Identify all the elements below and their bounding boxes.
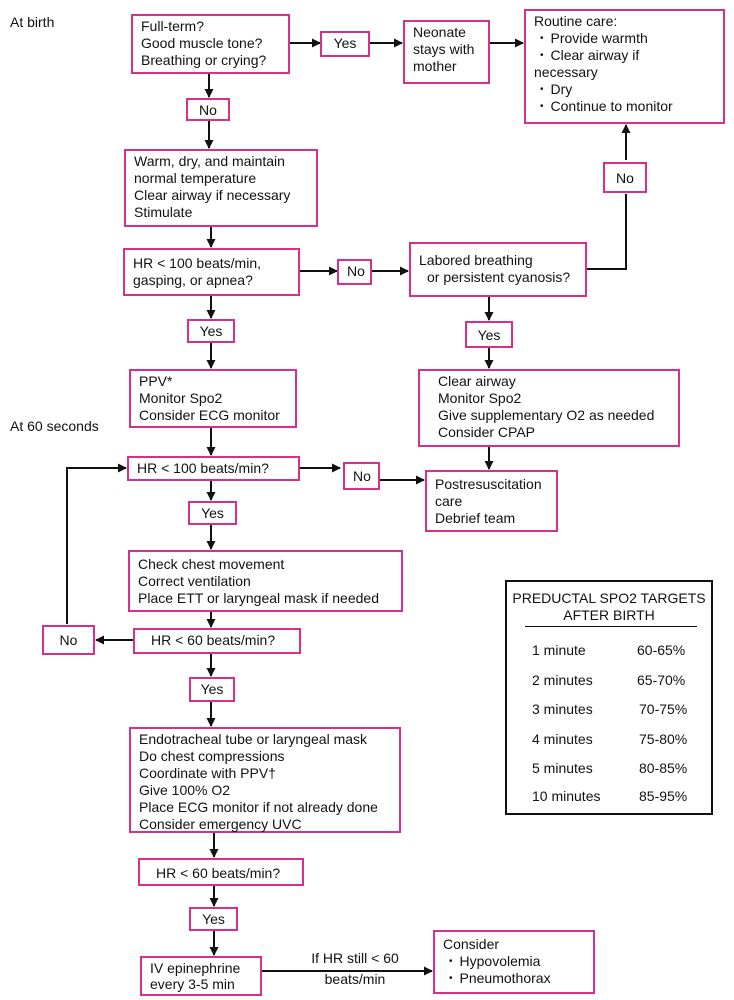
label-at-birth: At birth [10,14,55,30]
clear-airway-line: Give supplementary O2 as needed [438,407,655,423]
hr-gasping-line: HR < 100 beats/min, [133,255,262,271]
clear-airway-line: Clear airway [438,373,516,389]
postresuscitation-line: Postresuscitation [435,476,542,492]
ppv-line: Monitor Spo2 [139,390,223,406]
compressions-line: Place ECG monitor if not already done [139,799,378,815]
ventilation-line: Check chest movement [138,556,285,572]
ventilation-line: Correct ventilation [138,573,251,589]
routine-care-item: Continue to monitor [534,98,715,115]
neonate-line: mother [413,58,457,74]
spo2-row-target: 60-65% [637,642,686,658]
no-box: No [343,462,380,490]
consider-item: Pneumothorax [443,970,585,987]
hr-less-than-100-box: HR < 100 beats/min? [127,456,300,481]
ppv-line: Consider ECG monitor [139,407,280,423]
ventilation-line: Place ETT or laryngeal mask if needed [138,590,379,606]
epinephrine-line: every 3-5 min [150,976,235,992]
yes-box: Yes [189,907,238,931]
assess-at-birth-box: Full-term? Good muscle tone? Breathing o… [131,14,290,74]
yes-box: Yes [320,31,370,57]
postresuscitation-line: Debrief team [435,510,516,526]
yes-box: Yes [189,677,235,702]
spo2-row-time: 3 minutes [532,701,593,717]
chest-compressions-box: Endotracheal tube or laryngeal mask Do c… [129,727,401,833]
routine-care-box: Routine care: Provide warmth Clear airwa… [524,9,725,124]
hr-less-than-60-box: HR < 60 beats/min? [138,858,304,886]
clear-airway-box: Clear airway Monitor Spo2 Give supplemen… [418,369,680,447]
arrow-no-loop-to-hr100 [66,463,127,624]
arrow-labored-to-no-to-routine [587,194,627,270]
routine-care-title: Routine care: [534,13,618,29]
initial-steps-line: Clear airway if necessary [134,187,291,203]
table-divider [525,626,697,627]
postresuscitation-line: care [435,493,463,509]
label-at-60-seconds: At 60 seconds [10,418,99,434]
initial-steps-line: Warm, dry, and maintain [134,153,285,169]
labored-line: or persistent cyanosis? [427,269,571,285]
epinephrine-line: IV epinephrine [150,960,241,976]
ppv-box: PPV* Monitor Spo2 Consider ECG monitor [129,369,297,428]
if-hr-still-line: beats/min [324,971,386,987]
hr-less-than-60-box: HR < 60 beats/min? [133,628,301,654]
routine-care-item: Provide warmth [534,30,715,47]
spo2-row-target: 70-75% [639,701,688,717]
no-box: No [42,625,95,655]
clear-airway-line: Consider CPAP [438,424,536,440]
spo2-row-target: 65-70% [637,672,686,688]
compressions-line: Coordinate with PPV† [139,765,276,781]
no-box: No [186,98,230,121]
yes-box: Yes [188,501,237,525]
yes-box: Yes [187,319,235,343]
spo2-row-target: 80-85% [639,760,688,776]
neonate-stays-with-mother-box: Neonate stays with mother [403,20,490,84]
compressions-line: Give 100% O2 [139,782,231,798]
if-hr-still-line: If HR still < 60 [311,950,399,966]
ventilation-correction-box: Check chest movement Correct ventilation… [128,550,403,612]
routine-care-item: Dry [534,81,715,98]
spo2-row-target: 75-80% [639,731,688,747]
spo2-targets-table: PREDUCTAL SPO2 TARGETS AFTER BIRTH 1 min… [505,580,713,815]
routine-care-item: Clear airway if [534,47,715,64]
spo2-row-target: 85-95% [639,788,688,804]
consider-title: Consider [443,936,500,952]
assess-line: Full-term? [141,18,205,34]
compressions-line: Do chest compressions [139,748,285,764]
spo2-row-time: 2 minutes [532,672,593,688]
hr-gasping-line: gasping, or apnea? [133,272,253,288]
initial-steps-line: normal temperature [134,170,257,186]
neonate-line: Neonate [413,24,466,40]
spo2-row-time: 1 minute [532,642,586,658]
no-box: No [337,259,372,285]
initial-steps-box: Warm, dry, and maintain normal temperatu… [124,149,318,227]
iv-epinephrine-box: IV epinephrine every 3-5 min [140,956,262,996]
spo2-title-line: PREDUCTAL SPO2 TARGETS [512,590,706,606]
initial-steps-line: Stimulate [134,204,193,220]
consider-box: Consider Hypovolemia Pneumothorax [433,930,595,994]
consider-item: Hypovolemia [443,953,585,970]
spo2-row-time: 4 minutes [532,731,593,747]
compressions-line: Consider emergency UVC [139,816,302,832]
spo2-row-time: 10 minutes [532,788,601,804]
hr-gasping-apnea-box: HR < 100 beats/min, gasping, or apnea? [123,248,300,296]
spo2-table-title: PREDUCTAL SPO2 TARGETS AFTER BIRTH [507,590,711,624]
neonate-line: stays with [413,41,475,57]
no-box: No [603,162,647,193]
spo2-row-time: 5 minutes [532,760,593,776]
labored-line: Labored breathing [419,252,533,268]
assess-line: Good muscle tone? [141,35,263,51]
clear-airway-line: Monitor Spo2 [438,390,522,406]
labored-breathing-box: Labored breathing or persistent cyanosis… [409,242,587,297]
if-hr-still-label: If HR still < 60 beats/min [300,950,410,988]
spo2-title-line: AFTER BIRTH [563,607,655,623]
compressions-line: Endotracheal tube or laryngeal mask [139,731,368,747]
postresuscitation-box: Postresuscitation care Debrief team [425,470,558,532]
assess-line: Breathing or crying? [141,52,267,68]
yes-box: Yes [465,321,513,348]
routine-care-item-continuation: necessary [534,64,598,80]
ppv-line: PPV* [139,373,173,389]
